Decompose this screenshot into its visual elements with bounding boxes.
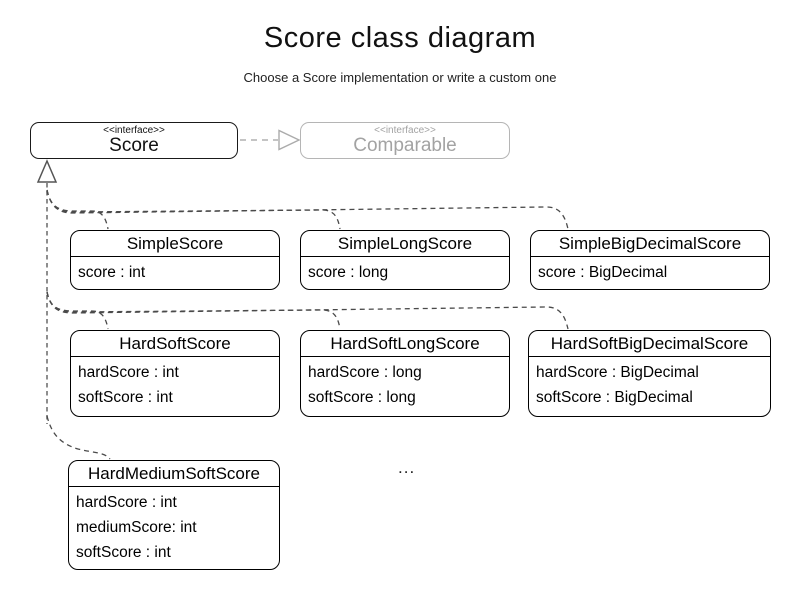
- connector-hardmediumsoftscore: [46, 415, 111, 460]
- interface-name: Score: [109, 135, 159, 156]
- class-attributes: hardScore : BigDecimal softScore : BigDe…: [529, 357, 770, 410]
- connector-simplebigdecimalscore: [46, 189, 569, 230]
- class-attributes: hardScore : long softScore : long: [301, 357, 509, 410]
- class-name: SimpleBigDecimalScore: [531, 231, 769, 257]
- class-name: SimpleScore: [71, 231, 279, 257]
- page-title: Score class diagram: [263, 22, 537, 54]
- page-subtitle: Choose a Score implementation or write a…: [243, 70, 557, 85]
- class-box-hardsoftlongscore: HardSoftLongScore hardScore : long softS…: [300, 330, 510, 417]
- more-implementations-ellipsis: ...: [398, 458, 416, 477]
- interface-name: Comparable: [353, 135, 457, 156]
- class-name: HardMediumSoftScore: [69, 461, 279, 487]
- attribute: score : BigDecimal: [538, 264, 668, 281]
- class-box-hardsoftscore: HardSoftScore hardScore : int softScore …: [70, 330, 280, 417]
- attribute: softScore : long: [308, 389, 416, 406]
- attribute: hardScore : int: [78, 364, 179, 381]
- realization-arrowhead-comparable-icon: [278, 129, 301, 151]
- attribute: softScore : int: [78, 389, 173, 406]
- attribute: softScore : int: [76, 544, 171, 561]
- interface-box-comparable: <<interface>> Comparable: [300, 122, 510, 159]
- interface-box-score: <<interface>> Score: [30, 122, 238, 159]
- class-attributes: hardScore : int mediumScore: int softSco…: [69, 487, 279, 565]
- class-box-hardmediumsoftscore: HardMediumSoftScore hardScore : int medi…: [68, 460, 280, 570]
- attribute: hardScore : int: [76, 494, 177, 511]
- class-name: HardSoftScore: [71, 331, 279, 357]
- connector-hardsoftbigdecimalscore: [46, 291, 569, 330]
- class-box-simplelongscore: SimpleLongScore score : long: [300, 230, 510, 290]
- attribute: score : long: [308, 264, 389, 281]
- class-name: SimpleLongScore: [301, 231, 509, 257]
- attribute: softScore : BigDecimal: [536, 389, 693, 406]
- class-attributes: score : BigDecimal: [531, 257, 769, 285]
- connector-hardsoftlongscore: [46, 291, 341, 330]
- class-box-simplebigdecimalscore: SimpleBigDecimalScore score : BigDecimal: [530, 230, 770, 290]
- class-name: HardSoftBigDecimalScore: [529, 331, 770, 357]
- attribute: hardScore : BigDecimal: [536, 364, 699, 381]
- class-box-simplescore: SimpleScore score : int: [70, 230, 280, 290]
- attribute: score : int: [78, 264, 146, 281]
- attribute: mediumScore: int: [76, 519, 197, 536]
- class-attributes: hardScore : int softScore : int: [71, 357, 279, 410]
- class-box-hardsoftbigdecimalscore: HardSoftBigDecimalScore hardScore : BigD…: [528, 330, 771, 417]
- realization-arrowhead-score-icon: [36, 159, 58, 183]
- class-attributes: score : int: [71, 257, 279, 285]
- stereotype-label: <<interface>>: [374, 125, 436, 136]
- stereotype-label: <<interface>>: [103, 125, 165, 136]
- connector-simplescore: [46, 189, 109, 230]
- class-name: HardSoftLongScore: [301, 331, 509, 357]
- class-attributes: score : long: [301, 257, 509, 285]
- attribute: hardScore : long: [308, 364, 422, 381]
- connector-hardsoftscore: [46, 291, 109, 330]
